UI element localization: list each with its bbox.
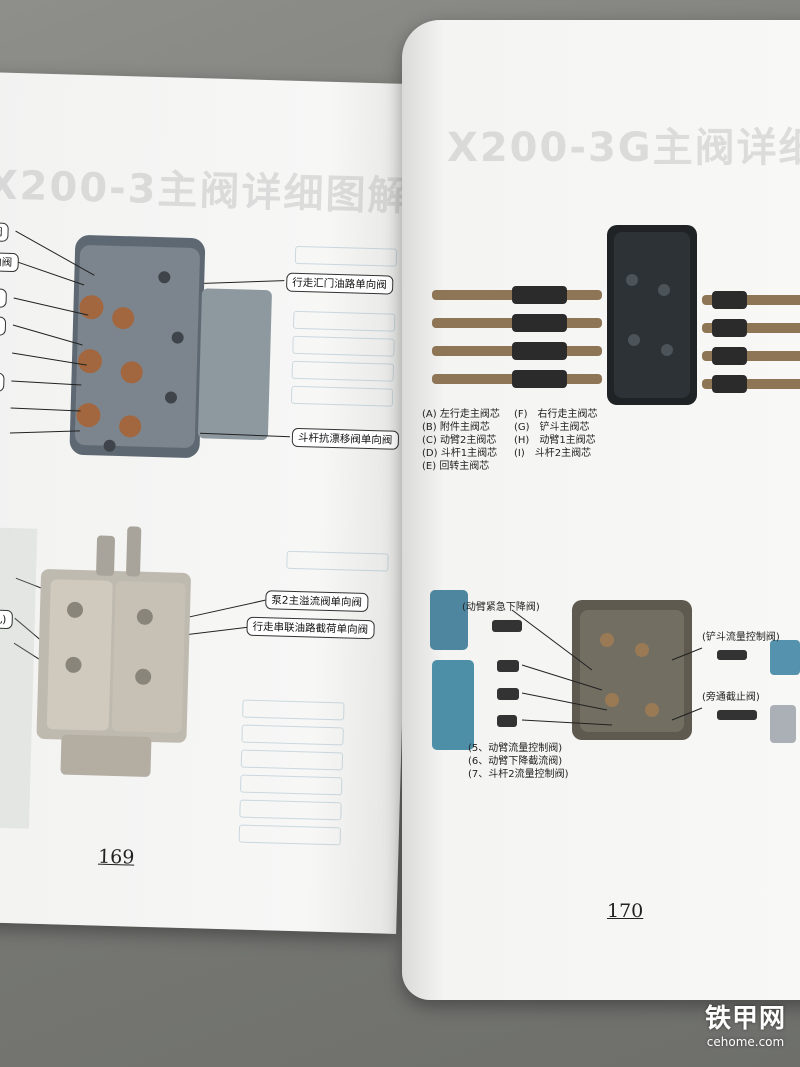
blue-covers <box>430 590 800 750</box>
legend-row: (G) 铲斗主阀芯 <box>514 422 590 433</box>
ghost-box <box>290 385 394 407</box>
ghost-box <box>292 335 395 357</box>
ghost-box <box>294 245 398 267</box>
legend-row: (C) 动臂2主阀芯 <box>422 435 497 446</box>
list-item: (5、动臂流量控制阀) <box>468 743 563 754</box>
spools-right <box>702 291 800 393</box>
right-page-drawing <box>430 225 800 750</box>
bottom-valve-list: (5、动臂流量控制阀) (6、动臂下降截流阀) (7、斗杆2流量控制阀) <box>468 742 569 781</box>
left-page-drawing <box>0 230 290 829</box>
left-fragment-1: 通阀 <box>0 221 9 242</box>
left-fragment-2: 单向阀 <box>0 251 19 273</box>
left-page-number: 169 <box>97 845 135 869</box>
label-arm-antidrift-check-valve: 斗杆抗漂移阀单向阀 <box>291 427 399 450</box>
legend-row: (H) 动臂1主阀芯 <box>514 435 596 446</box>
left-bottom-fragment-2: 节流孔) <box>0 608 13 630</box>
list-item: (6、动臂下降截流阀) <box>468 756 563 767</box>
list-item: (7、斗杆2流量控制阀) <box>468 769 569 780</box>
label-travel-check-valve: 行走汇门油路单向阀 <box>285 272 393 295</box>
top-valve-image <box>69 235 272 458</box>
spool-legend-right: (F) 右行走主阀芯 (G) 铲斗主阀芯 (H) 动臂1主阀芯 (I) 斗杆2主… <box>514 408 598 460</box>
label-pump2-relief-check-valve: 泵2主溢流阀单向阀 <box>265 590 369 613</box>
legend-row: (I) 斗杆2主阀芯 <box>514 448 592 459</box>
ghost-box <box>241 724 344 746</box>
watermark-cn: 铁甲网 <box>704 1004 786 1034</box>
ghost-box <box>286 550 389 572</box>
legend-row: (B) 附件主阀芯 <box>422 422 490 433</box>
watermark-en: cehome.com <box>706 1035 785 1049</box>
ghost-box <box>238 824 342 846</box>
label-bypass-cut-valve: (旁通截止阀) <box>702 692 760 703</box>
ghost-box <box>292 310 396 332</box>
ghost-box <box>239 799 342 821</box>
label-bucket-flow-control-valve: (铲斗流量控制阀) <box>702 632 780 643</box>
ghost-box <box>239 774 343 796</box>
bottom-valve-image <box>36 526 191 777</box>
black-valve-image <box>607 225 697 405</box>
ghost-box <box>291 360 395 382</box>
left-page: X200-3主阀详细图解 <box>0 72 420 934</box>
legend-row: (A) 左行走主阀芯 <box>422 409 500 420</box>
cehome-watermark: 铁甲网 cehome.com <box>705 998 786 1049</box>
label-boom-emergency-lowering-valve: (动臂紧急下降阀) <box>462 602 540 613</box>
right-page: X200-3G主阀详细 <box>402 20 800 1000</box>
legend-row: (F) 右行走主阀芯 <box>514 409 598 420</box>
label-travel-series-check-valve: 行走串联油路截荷单向阀 <box>246 616 375 640</box>
right-header-ghost: X200-3G主阀详细 <box>447 125 800 171</box>
right-page-number: 170 <box>607 900 644 922</box>
bottom-right-valve-image <box>572 600 692 740</box>
spools-left <box>432 286 602 388</box>
spool-legend-left: (A) 左行走主阀芯 (B) 附件主阀芯 (C) 动臂2主阀芯 (D) 斗杆1主… <box>422 408 500 473</box>
legend-row: (E) 回转主阀芯 <box>422 461 490 472</box>
ghost-box <box>240 749 344 771</box>
ghost-box <box>242 699 345 721</box>
legend-row: (D) 斗杆1主阀芯 <box>422 448 498 459</box>
